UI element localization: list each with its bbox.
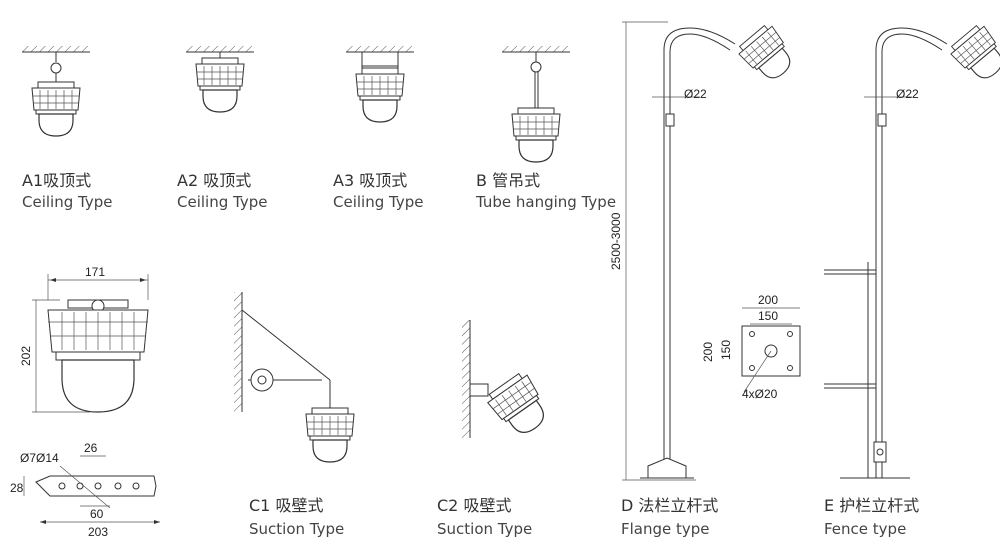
caption-c2-cn: C2 吸壁式 [437, 496, 512, 515]
caption-c1-cn: C1 吸壁式 [249, 496, 324, 515]
caption-b-cn: B 管吊式 [476, 171, 541, 190]
caption-b-en: Tube hanging Type [476, 193, 617, 211]
dim-flange-200h: 200 [701, 342, 715, 362]
fig-bracket: Ø7Ø14 26 28 60 203 [10, 441, 160, 539]
caption-d-cn: D 法栏立杆式 [621, 496, 719, 515]
fig-d-pole: 2500-3000 Ø22 [609, 21, 801, 481]
fig-e-pole: Ø22 [824, 21, 1000, 479]
dim-202: 202 [19, 346, 33, 366]
caption-a2-cn: A2 吸顶式 [177, 171, 252, 190]
caption-e-cn: E 护栏立杆式 [824, 496, 920, 515]
dim-pole-d-left: Ø22 [684, 87, 707, 101]
caption-a1-en: Ceiling Type [22, 193, 113, 211]
dim-171: 171 [85, 265, 105, 279]
caption-a1-cn: A1吸顶式 [22, 171, 92, 190]
fig-a3 [345, 45, 415, 123]
caption-d-en: Flange type [621, 520, 710, 538]
caption-a2-en: Ceiling Type [177, 193, 268, 211]
dim-flange-150w: 150 [758, 309, 778, 323]
fig-c2 [462, 320, 556, 443]
caption-a3-cn: A3 吸顶式 [333, 171, 408, 190]
dim-holes: Ø7Ø14 [20, 451, 59, 465]
fig-a2 [185, 45, 255, 113]
fig-b [501, 45, 571, 163]
caption-c2-en: Suction Type [437, 520, 533, 538]
dim-60: 60 [90, 507, 104, 521]
dim-flange-holes: 4xØ20 [742, 387, 778, 401]
dim-pole-height: 2500-3000 [609, 212, 623, 270]
caption-c1-en: Suction Type [249, 520, 345, 538]
fig-c1 [234, 292, 355, 463]
caption-a3-en: Ceiling Type [333, 193, 424, 211]
dim-flange-150h: 150 [719, 340, 733, 360]
dim-26: 26 [84, 441, 98, 455]
fig-flange: 200 150 200 150 4xØ20 [701, 293, 801, 401]
dim-203: 203 [88, 525, 108, 539]
dim-28: 28 [10, 481, 24, 495]
dim-flange-200w: 200 [758, 293, 778, 307]
dim-pole-d-right: Ø22 [896, 87, 919, 101]
fig-dimension-front: 171 202 [19, 265, 149, 413]
caption-e-en: Fence type [824, 520, 907, 538]
fig-a1 [21, 45, 91, 137]
